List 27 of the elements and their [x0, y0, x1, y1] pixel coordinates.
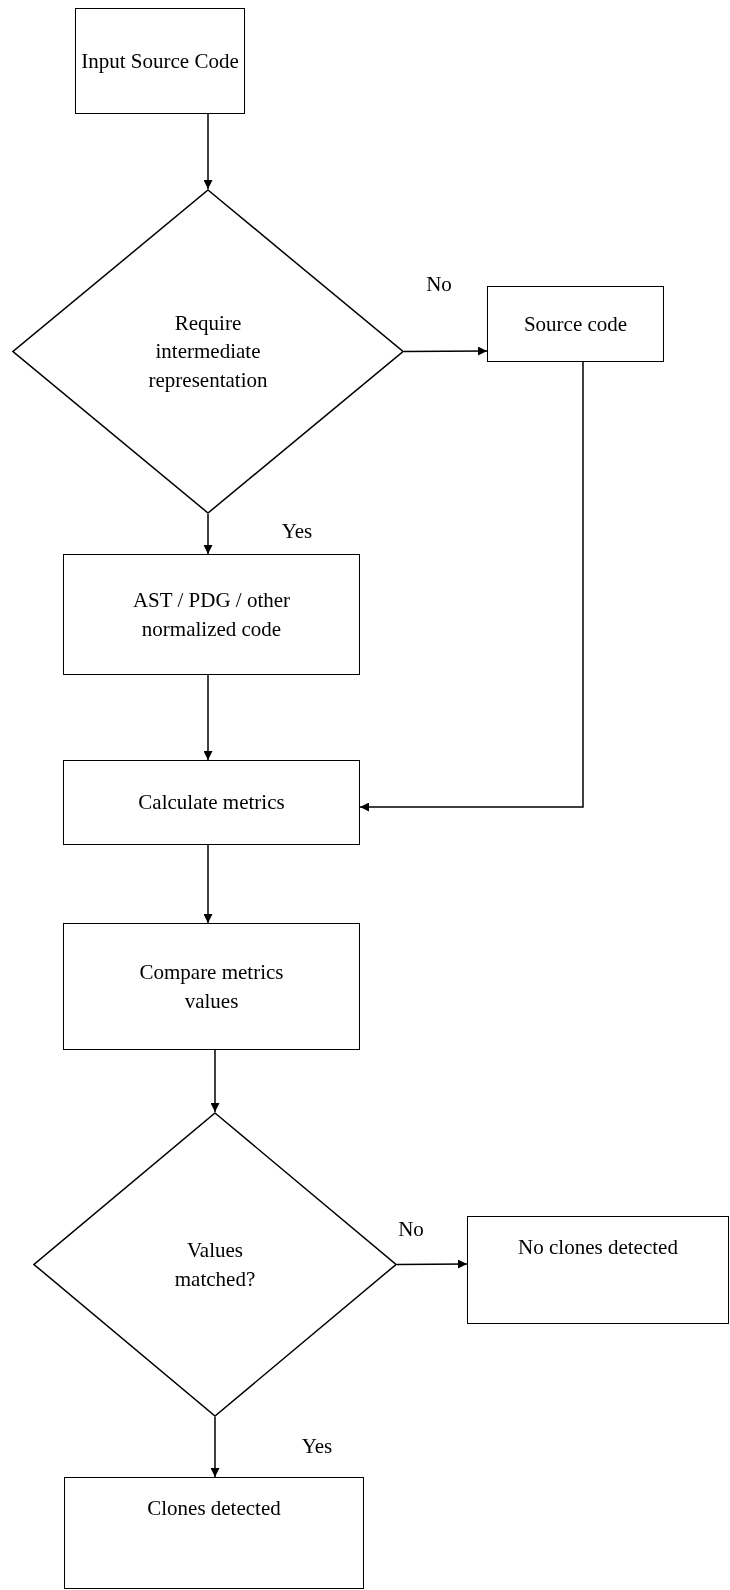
node-label: AST / PDG / other normalized code [131, 587, 292, 643]
process-box [63, 923, 360, 1050]
node-label: Source code [522, 310, 629, 338]
process-box [63, 554, 360, 675]
node-label: Require intermediate representation [147, 310, 269, 394]
node-label: Calculate metrics [137, 789, 286, 817]
process-box [75, 8, 245, 114]
arrow [203, 844, 213, 924]
process-box [467, 1216, 729, 1324]
arrow [203, 513, 213, 555]
arrow [396, 1259, 468, 1269]
node-label: Input Source Code [80, 47, 240, 75]
arrow [359, 361, 584, 812]
node-label: No clones detected [517, 1234, 679, 1261]
process-box [63, 760, 360, 845]
node-label: Compare metrics values [138, 959, 285, 1015]
arrow [203, 674, 213, 761]
arrow [203, 113, 213, 190]
process-box [64, 1477, 364, 1589]
process-box [487, 286, 664, 362]
node-label: Values matched? [173, 1237, 257, 1293]
arrow [210, 1416, 220, 1478]
arrow [210, 1049, 220, 1113]
arrow [403, 346, 488, 356]
node-label: Clones detected [146, 1495, 282, 1522]
decision-diamond [12, 189, 404, 514]
decision-diamond [33, 1112, 397, 1417]
